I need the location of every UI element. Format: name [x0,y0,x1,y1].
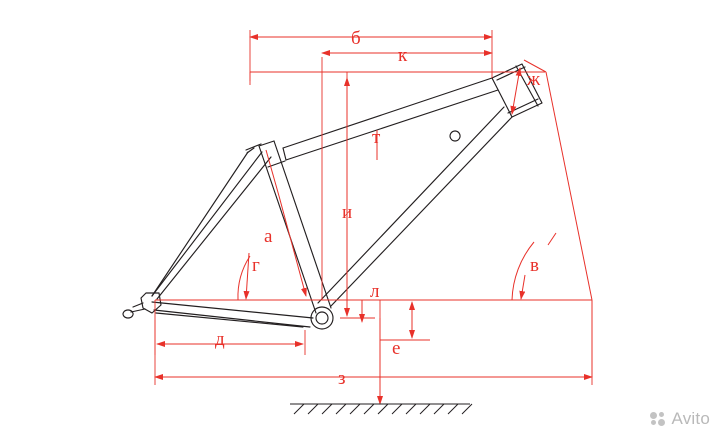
label-i: и [342,202,352,223]
ground-hatching [290,403,473,415]
dimension-l-line [340,300,375,323]
bottom-bracket [310,306,334,330]
label-z: з [338,368,346,389]
dimension-g-angle [237,252,251,301]
seat-stay [151,147,272,300]
label-v: в [530,255,539,276]
top-tube [282,77,499,161]
rear-dropout [122,292,162,319]
bicycle-frame-drawing [122,63,543,330]
label-b: б [351,28,361,49]
dimension-labels: б к ж и а г в л д е з т [215,28,541,389]
watermark: Avito [649,409,711,429]
dimension-v-angle [511,232,557,301]
dimension-zh-line [510,59,547,115]
label-t: т [372,127,381,148]
watermark-text: Avito [671,409,710,428]
dimension-lines [154,30,593,405]
label-k: к [398,45,408,66]
label-d: д [215,329,225,350]
label-zh: ж [526,69,541,90]
dimension-a-line [265,149,307,297]
avito-logo-icon [649,411,667,428]
seat-tube [258,140,332,314]
label-l: л [370,281,380,302]
label-a: а [264,226,273,247]
chain-stay [151,301,314,328]
label-g: г [252,255,260,276]
seat-cluster-detail [245,143,262,151]
label-e: е [392,338,400,359]
fork-line [545,71,593,377]
